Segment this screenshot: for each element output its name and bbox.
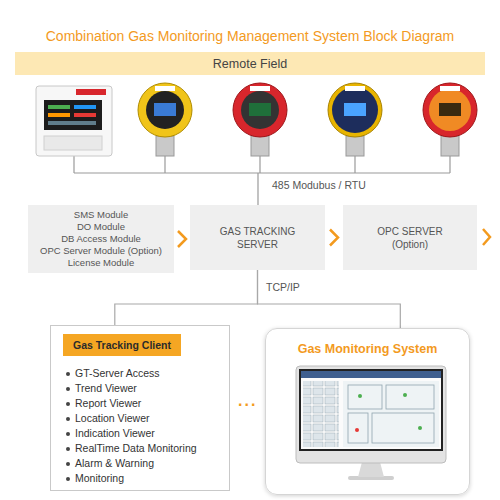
bus-drop: [354, 156, 355, 173]
detector-head: [328, 83, 382, 137]
detector-face: [241, 91, 279, 129]
node-text: GAS TRACKING SERVER: [215, 225, 301, 251]
detector-face: [146, 91, 184, 129]
app-sensors: [355, 393, 422, 432]
room: [386, 385, 434, 409]
screen-bar: [48, 113, 70, 117]
node-text: Gas Tracking Client: [73, 338, 171, 353]
sensor-dot: [403, 393, 407, 397]
sensor-dot: [358, 394, 362, 398]
bus-drop: [164, 156, 165, 173]
node-text: RealTime Data Monitoring: [75, 441, 223, 456]
node-text: Gas Monitoring System: [266, 342, 469, 356]
client-panel: GT-Server AccessTrend ViewerReport Viewe…: [50, 325, 230, 491]
sensor-dot: [355, 428, 359, 432]
node-text: License Module: [68, 257, 135, 269]
monitor-body: [296, 366, 446, 463]
detector-face: [332, 87, 378, 133]
node-text: SMS Module: [74, 209, 128, 221]
app-tiles: [303, 381, 339, 447]
detector-badge: [345, 86, 365, 91]
sensor-dot: [418, 426, 422, 430]
detector-display: [249, 103, 271, 116]
app-map: [343, 381, 439, 447]
detector-badge: [440, 86, 460, 91]
room: [348, 413, 368, 443]
bus-line: [74, 172, 450, 173]
ellipsis-mark: ...: [236, 392, 259, 410]
node-text: Monitoring: [75, 471, 223, 486]
network-label: TCP/IP: [264, 281, 302, 293]
flow-chevron: [483, 229, 490, 245]
flow-chevron: [330, 230, 338, 246]
controller-unit: [36, 86, 112, 156]
gas-detector: [138, 83, 192, 156]
room: [372, 413, 434, 443]
module-box: SMS ModuleDO ModuleDB Access ModuleOPC S…: [28, 205, 174, 273]
flow-chevron: [178, 231, 186, 247]
screen-bar: [48, 105, 70, 109]
controller-panel: [44, 136, 102, 150]
server-box: OPC SERVER (Option): [343, 205, 477, 270]
detector-neck: [346, 136, 364, 156]
monitor-illustration: [296, 366, 446, 480]
node-text: Report Viewer: [75, 396, 223, 411]
gas-detector: [423, 83, 477, 156]
monitor-screen: [300, 370, 442, 450]
detector-head: [138, 83, 192, 137]
node-text: DO Module: [77, 221, 125, 233]
detector-display: [439, 103, 461, 116]
detector-badge: [155, 86, 175, 91]
bus-wiring: [74, 156, 450, 205]
monitor-stand: [358, 462, 384, 477]
bus-label: 485 Modubus / RTU: [270, 179, 368, 191]
node-text: GT-Server Access: [75, 366, 223, 381]
bus-riser: [257, 173, 258, 205]
detector-neck: [156, 136, 174, 156]
node-text: Trend Viewer: [75, 381, 223, 396]
network-line: [258, 270, 401, 328]
diagram-title: Combination Gas Monitoring Management Sy…: [0, 28, 500, 44]
screen-bar: [48, 121, 96, 125]
detector-badge: [250, 86, 270, 91]
node-text: OPC SERVER (Option): [367, 225, 453, 251]
node-text: DB Access Module: [61, 233, 141, 245]
node-text: Alarm & Warning: [75, 456, 223, 471]
field-band: Remote Field: [15, 52, 485, 75]
bus-drop: [73, 156, 74, 173]
server-box: GAS TRACKING SERVER: [190, 205, 325, 270]
node-text: Indication Viewer: [75, 426, 223, 441]
gas-detector: [233, 83, 287, 156]
app-rooms: [348, 385, 434, 443]
node-text: OPC Server Module (Option): [40, 245, 162, 257]
room: [348, 385, 382, 409]
detector-display: [344, 103, 366, 116]
screen-bar: [74, 113, 96, 117]
bus-drop: [449, 156, 450, 173]
client-heading: Gas Tracking Client: [63, 334, 181, 356]
screen-bar: [74, 105, 96, 109]
bus-drop: [259, 156, 260, 173]
detector-face: [429, 89, 471, 131]
app-topbar: [301, 371, 441, 378]
gas-detector: [328, 83, 382, 156]
controller-housing: [36, 86, 112, 156]
system-panel: Gas Monitoring System: [265, 328, 470, 495]
node-text: Location Viewer: [75, 411, 223, 426]
network-line: [115, 270, 258, 325]
detector-neck: [441, 136, 459, 156]
detector-head: [233, 83, 287, 137]
detector-neck: [251, 136, 269, 156]
controller-logo: [76, 89, 106, 95]
detector-display: [154, 103, 176, 116]
node-text: Remote Field: [213, 57, 287, 71]
detector-head: [423, 83, 477, 137]
controller-screen: [44, 100, 102, 130]
